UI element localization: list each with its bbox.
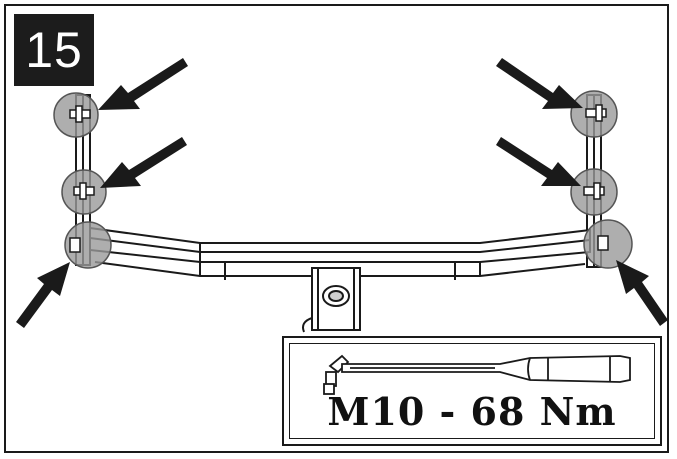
torque-spec-inset: M10 - 68 Nm <box>282 336 662 446</box>
bolt-circle-icon <box>64 221 112 269</box>
arrow-icon <box>496 137 581 186</box>
arrows <box>16 58 668 328</box>
step-number: 15 <box>25 22 83 78</box>
bolts <box>69 104 609 253</box>
step-number-badge: 15 <box>14 14 94 86</box>
arrow-icon <box>100 137 187 188</box>
arrow-icon <box>616 260 668 326</box>
torque-spec-inner: M10 - 68 Nm <box>289 343 655 439</box>
arrow-icon <box>98 58 188 110</box>
arrow-icon <box>496 58 583 109</box>
coupling-mount <box>302 267 361 333</box>
arrow-icon <box>16 262 70 328</box>
torque-spec-label: M10 - 68 Nm <box>327 389 617 434</box>
torque-wrench-icon <box>323 354 631 395</box>
